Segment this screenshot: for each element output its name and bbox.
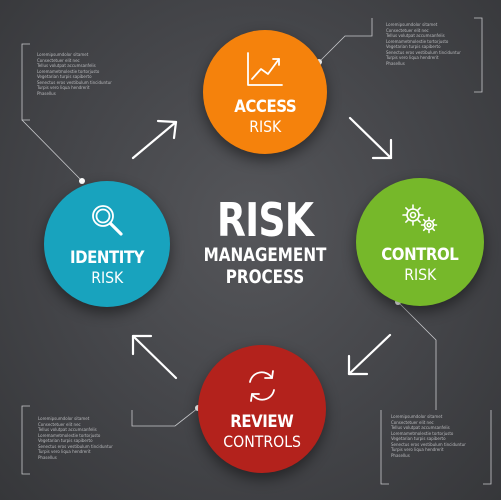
identity-label-main: IDENTITY [69,247,145,268]
step-control-risk: CONTROL RISK [356,178,484,306]
note-line: Tellus volutpat accumsanfelis [386,33,445,38]
magnifier-icon [87,202,127,244]
review-label-sub: CONTROLS [223,431,301,451]
review-label-main: REVIEW [230,411,294,432]
step-review-controls: REVIEW CONTROLS [198,345,326,473]
note-line: Loremametmolestie tortorjusto [37,68,100,74]
note-line: Turpis vero liqua hendrerit [38,449,91,454]
note-top-right: Loremipsumdolor sitamet Consectetuer eli… [372,14,482,94]
note-line: Loremipsumdolor sitamet [38,416,90,421]
note-line: Loremametmolestie tortorjusto [386,38,449,44]
note-line: Tellus volutpat accumsanfelis [38,427,97,432]
note-line: Senectus eros vestibulum tinciduntur [386,49,461,55]
step-identity-risk: IDENTITY RISK [44,181,170,307]
note-line: Vegetarian turpis sapiberto [37,74,92,79]
note-line: Vegetarian turpis sapiberto [38,438,93,443]
note-line: Phasellus [386,60,405,66]
note-top-left: Loremipsumdolor sitamet Consectetuer eli… [22,40,112,120]
note-line: Tellus volutpat accumsanfelis [391,425,450,430]
title-management: MANAGEMENT [203,244,327,266]
note-line: Senectus eros vestibulum tinciduntur [37,79,112,85]
access-label-sub: RISK [248,116,282,136]
identity-label-sub: RISK [90,267,124,287]
note-line: Loremipsumdolor sitamet [386,22,438,27]
control-label-sub: RISK [403,264,437,284]
cycle-icon [242,368,282,408]
note-line: Consectetuer elit nec [386,27,429,33]
control-label-main: CONTROL [381,244,459,265]
note-line: Turpis vero liqua hendrerit [386,55,439,60]
note-line: Vegetarian turpis sapiberto [391,436,446,441]
note-line: Loremipsumdolor sitamet [37,52,89,57]
note-line: Loremametmolestie tortorjusto [38,432,101,438]
chart-icon [244,49,286,93]
note-line: Consectetuer elit nec [37,57,80,63]
note-line: Phasellus [37,90,56,96]
note-bottom-right: Loremipsumdolor sitamet Consectetuer eli… [381,406,491,481]
step-access-risk: ACCESS RISK [203,30,327,154]
note-line: Loremipsumdolor sitamet [391,414,443,419]
note-line: Loremametmolestie tortorjusto [391,430,454,436]
arrow-access-to-control [348,116,393,160]
access-label-main: ACCESS [233,96,296,117]
note-line: Phasellus [391,452,410,458]
arrow-control-to-review [347,333,392,376]
diagram-title: RISK MANAGEMENT PROCESS [180,196,350,288]
title-process: PROCESS [225,266,305,288]
note-line: Tellus volutpat accumsanfelis [37,63,96,68]
title-risk: RISK [216,193,314,247]
note-line: Senectus eros vestibulum tinciduntur [38,443,113,449]
gears-icon [397,201,443,241]
note-line: Turpis vero liqua hendrerit [37,85,90,90]
note-line: Vegetarian turpis sapiberto [386,44,441,49]
arrow-review-to-identity [131,334,178,380]
note-line: Phasellus [38,454,57,460]
note-line: Turpis vero liqua hendrerit [391,447,444,452]
note-line: Consectetuer elit nec [391,419,434,425]
note-line: Consectetuer elit nec [38,421,81,427]
note-line: Senectus eros vestibulum tinciduntur [391,441,466,447]
arrow-identity-to-access [131,119,178,160]
note-bottom-left: Loremipsumdolor sitamet Consectetuer eli… [22,404,132,474]
